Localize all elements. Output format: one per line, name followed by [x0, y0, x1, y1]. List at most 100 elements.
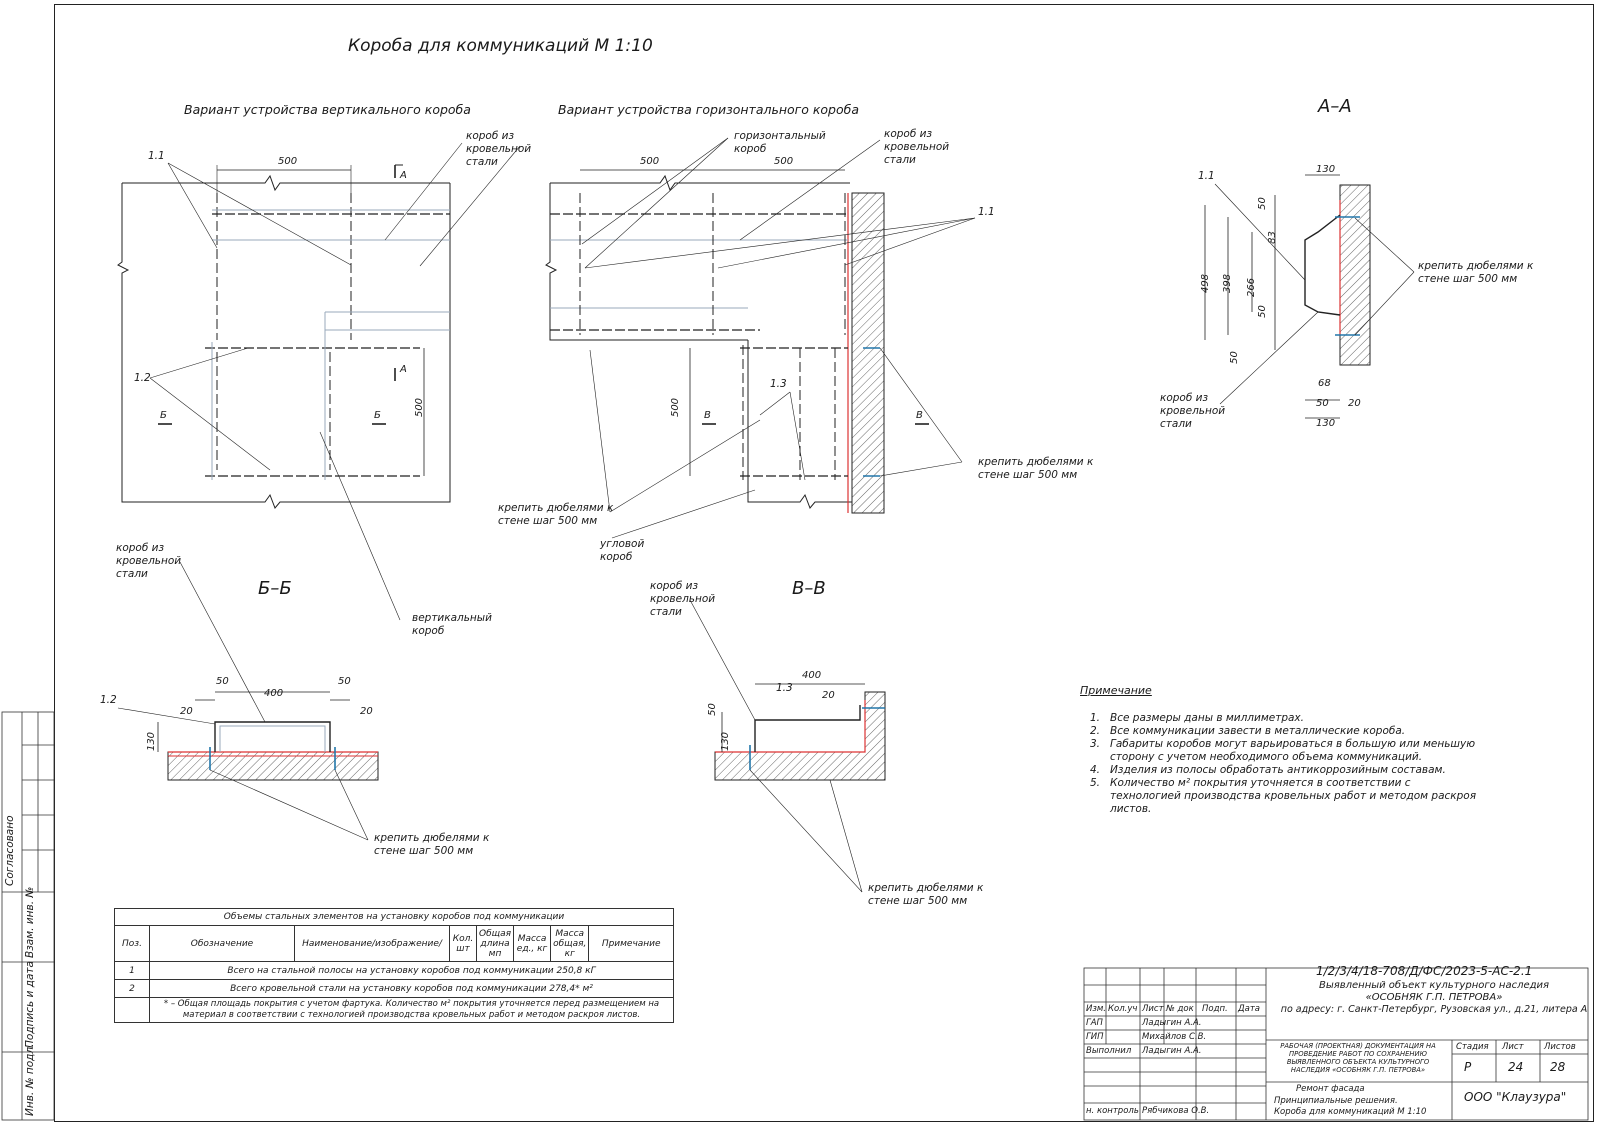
horizontal-box-plan [545, 137, 976, 539]
side-stamp-grid [1, 711, 55, 1121]
stage-header: Стадия [1456, 1042, 1489, 1052]
dim-500: 500 [670, 397, 682, 418]
col-header: Поз. [114, 925, 150, 962]
dim-500: 500 [774, 156, 794, 167]
label-box-steel: короб из кровельной стали [884, 128, 950, 166]
dim-500: 500 [640, 156, 660, 167]
dim-130: 130 [1316, 418, 1336, 429]
note-item: 4.Изделия из полосы обработать антикорро… [1090, 764, 1446, 776]
hdr-ndok: № док [1166, 1004, 1194, 1014]
col-header: Масса ед., кг [513, 925, 552, 962]
label-box-steel: короб из кровельной стали [116, 542, 182, 580]
doc-code: 1/2/3/4/18-708/Д/ФС/2023-5-АС-2.1 [1316, 964, 1533, 978]
label-vertical-box: вертикальный короб [412, 612, 492, 637]
dim-50: 50 [338, 676, 351, 687]
address: по адресу: г. Санкт-Петербург, Рузовская… [1280, 1004, 1588, 1015]
col-header: Наименование/изображение/ [294, 925, 450, 962]
dim-20: 20 [822, 690, 835, 701]
side-podpis: Подпись и дата [24, 961, 36, 1048]
cut-mark-v: В [916, 410, 923, 421]
table-header-row: Поз. Обозначение Наименование/изображени… [114, 925, 674, 962]
dim-130: 130 [146, 731, 158, 752]
dim-130: 130 [720, 731, 732, 752]
role: н. контроль [1086, 1106, 1139, 1116]
row-pos: 2 [114, 979, 150, 998]
col-header: Общая длина мп [475, 925, 515, 962]
mark-1-1: 1.1 [148, 150, 165, 162]
label-fix-dowels: крепить дюбелями к стене шаг 500 мм [868, 882, 984, 907]
row-text: Всего кровельной стали на установку коро… [149, 979, 674, 998]
hdr-data: Дата [1238, 1004, 1261, 1014]
dim-50: 50 [216, 676, 229, 687]
dim-83: 83 [1266, 231, 1278, 244]
dim-20: 20 [360, 706, 373, 717]
role-name: Ладыгин А.А. [1142, 1018, 1202, 1028]
cut-mark-a: А [400, 170, 407, 181]
vertical-box-plan [117, 142, 521, 509]
dim-398: 398 [1222, 273, 1234, 294]
label-fix-dowels: крепить дюбелями к стене шаг 500 мм [978, 456, 1094, 481]
dim-68: 68 [1318, 378, 1331, 389]
hdr-izm: Изм. [1086, 1004, 1106, 1014]
mark-1-3: 1.3 [776, 682, 793, 694]
repair-label: Ремонт фасада [1296, 1084, 1365, 1094]
col-header: Обозначение [149, 925, 295, 962]
steel-volume-table: Объемы стальных элементов на установку к… [114, 908, 674, 1023]
dim-500: 500 [414, 397, 426, 418]
note-item: 5.Количество м² покрытия уточняется в со… [1090, 777, 1477, 815]
note-item: 1.Все размеры даны в миллиметрах. [1090, 712, 1304, 724]
object-line2: «ОСОБНЯК Г.П. ПЕТРОВА» [1365, 992, 1503, 1003]
sheet-value: 24 [1508, 1060, 1524, 1074]
cut-mark-a: А [400, 364, 407, 375]
mark-1-1: 1.1 [978, 206, 995, 218]
table-title-row: Объемы стальных элементов на установку к… [114, 908, 674, 926]
section-vv-title: В–В [792, 578, 826, 599]
section-aa-title: А–А [1318, 96, 1352, 117]
drawing-frame [54, 4, 1594, 1122]
row-pos: 1 [114, 961, 150, 980]
role: ГАП [1086, 1018, 1103, 1028]
dim-20: 20 [1348, 398, 1361, 409]
label-box-steel: короб из кровельной стали [650, 580, 716, 618]
cut-mark-b: Б [160, 410, 167, 421]
company-name: ООО "Клаузура" [1464, 1090, 1567, 1104]
role: Выполнил [1086, 1046, 1132, 1056]
mark-1-2: 1.2 [100, 694, 117, 706]
dim-498: 498 [1200, 273, 1212, 294]
side-vzam: Взам. инв. № [24, 886, 36, 958]
hdr-list: Лист [1142, 1004, 1164, 1014]
col-header: Кол. шт [449, 925, 477, 962]
sheets-value: 28 [1550, 1060, 1566, 1074]
table-title: Объемы стальных элементов на установку к… [114, 908, 674, 926]
side-agreed: Согласовано [4, 815, 16, 886]
mark-1-3: 1.3 [770, 378, 787, 390]
dim-50: 50 [1228, 351, 1240, 364]
dim-400: 400 [802, 670, 822, 681]
sheets-header: Листов [1544, 1042, 1576, 1052]
mark-1-2: 1.2 [134, 372, 151, 384]
cut-mark-v: В [704, 410, 711, 421]
label-fix-dowels: крепить дюбелями к стене шаг 500 мм [374, 832, 490, 857]
hdr-podp: Подп. [1202, 1004, 1228, 1014]
mark-1-1: 1.1 [1198, 170, 1215, 182]
role-name: Михайлов С.В. [1142, 1032, 1207, 1042]
label-fix-dowels: крепить дюбелями к стене шаг 500 мм [1418, 260, 1534, 285]
notes-heading: Примечание [1080, 684, 1152, 697]
cut-mark-b: Б [374, 410, 381, 421]
dim-20: 20 [180, 706, 193, 717]
drawing-title: Короба для коммуникаций М 1:10 [348, 36, 653, 56]
section-aa [1204, 174, 1415, 419]
table-row: 2 Всего кровельной стали на установку ко… [114, 979, 674, 998]
stage-value: Р [1464, 1060, 1472, 1074]
dim-50: 50 [1256, 305, 1268, 318]
section-vv [689, 599, 886, 893]
principal-label: Принципиальные решения. [1274, 1096, 1398, 1106]
col-header: Примечание [588, 925, 674, 962]
title-block-grid [1083, 967, 1589, 1121]
dim-50: 50 [1316, 398, 1329, 409]
label-box-steel: короб из кровельной стали [1160, 392, 1226, 430]
section-bb-title: Б–Б [258, 578, 292, 599]
notes-list: 1.Все размеры даны в миллиметрах. 2.Все … [1080, 712, 1480, 816]
role-name: Рябчикова О.В. [1142, 1106, 1210, 1116]
